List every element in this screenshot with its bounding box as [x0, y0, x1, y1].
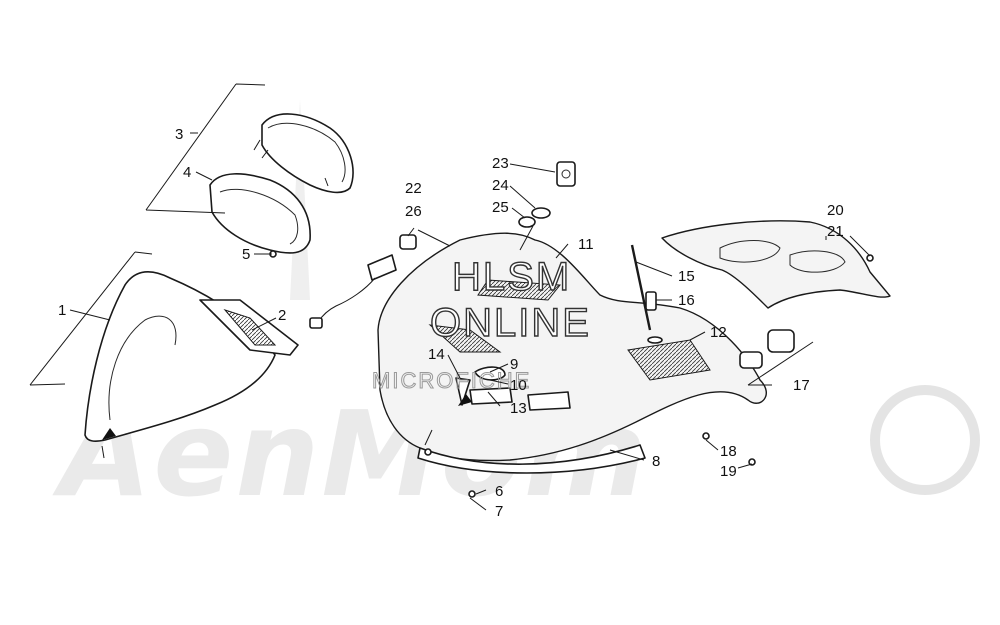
callout-23: 23: [492, 155, 509, 172]
callout-2: 2: [278, 307, 286, 324]
part-harness: [309, 234, 417, 329]
callout-1: 1: [58, 302, 66, 319]
callout-17: 17: [793, 377, 810, 394]
bracket-lines: [29, 83, 814, 386]
callout-4: 4: [183, 164, 191, 181]
callout-25: 25: [492, 199, 509, 216]
callout-26: 26: [405, 203, 422, 220]
callout-14: 14: [428, 346, 445, 363]
part-bezel: [209, 173, 311, 254]
part-ignition: [518, 161, 576, 251]
part-outlet: [739, 329, 795, 369]
callout-9: 9: [510, 356, 518, 373]
callouts: 1 2 3 4 5 6 7 8 9 10 11 12 13 14 15 16 1…: [58, 126, 844, 520]
callout-7: 7: [495, 503, 503, 520]
callout-11: 11: [578, 236, 594, 253]
callout-12: 12: [710, 324, 727, 341]
callout-21: 21: [827, 223, 844, 240]
callout-leaders: [69, 132, 871, 511]
callout-15: 15: [678, 268, 695, 285]
callout-22: 22: [405, 180, 422, 197]
callout-19: 19: [720, 463, 737, 480]
callout-8: 8: [652, 453, 660, 470]
part-hardware: [269, 250, 756, 498]
part-trim: [199, 299, 299, 356]
part-console: [377, 232, 767, 474]
callout-24: 24: [492, 177, 509, 194]
part-bolt: [630, 244, 663, 344]
watermark-hlsm: HLSM ONLINE MICROFICHE: [372, 254, 591, 393]
callout-6: 6: [495, 483, 503, 500]
watermark-hlsm-line2: ONLINE: [430, 301, 591, 345]
watermark-wheel-icon: [870, 385, 980, 495]
callout-20: 20: [827, 202, 844, 219]
watermark-hlsm-line1: HLSM: [452, 255, 571, 299]
callout-10: 10: [510, 377, 527, 394]
callout-18: 18: [720, 443, 737, 460]
callout-16: 16: [678, 292, 695, 309]
callout-13: 13: [510, 400, 527, 417]
part-lid: [661, 220, 891, 309]
part-gauge: [253, 113, 354, 194]
watermark-hlsm-line3: MICROFICHE: [372, 368, 531, 393]
callout-3: 3: [175, 126, 183, 143]
callout-5: 5: [242, 246, 250, 263]
